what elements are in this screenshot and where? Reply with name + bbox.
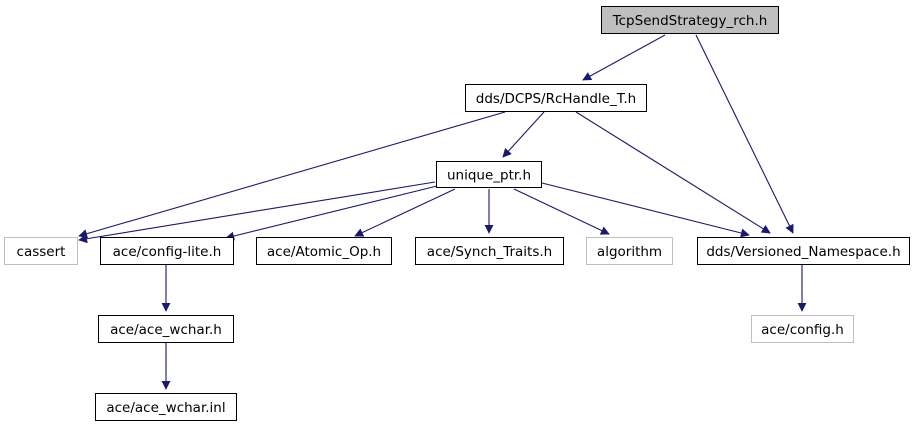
edge-unique_ptr-to-cassert: [78, 181, 436, 244]
node-box-algorithm: [586, 237, 673, 265]
node-label-root: TcpSendStrategy_rch.h: [612, 13, 768, 29]
edge-unique_ptr-to-algorithm: [513, 188, 610, 235]
node-versioned_ns[interactable]: dds/Versioned_Namespace.h: [697, 237, 910, 265]
node-label-ace_config: ace/config.h: [761, 322, 844, 338]
node-root[interactable]: TcpSendStrategy_rch.h: [601, 6, 779, 34]
node-box-unique_ptr: [436, 161, 542, 188]
edge-root-to-versioned_ns: [695, 34, 794, 234]
edge-unique_ptr-to-config_lite: [225, 185, 438, 241]
node-box-cassert: [4, 237, 78, 265]
node-config_lite[interactable]: ace/config-lite.h: [100, 237, 234, 265]
node-unique_ptr[interactable]: unique_ptr.h: [436, 161, 542, 188]
edge-unique_ptr-to-atomic_op: [354, 188, 456, 237]
edge-unique_ptr-to-versioned_ns: [541, 182, 750, 238]
node-box-ace_wchar: [98, 315, 234, 343]
edges-layer: [78, 34, 807, 390]
edge-rchandle-to-unique_ptr: [502, 111, 545, 158]
node-box-rchandle: [465, 84, 647, 112]
node-label-ace_wchar: ace/ace_wchar.h: [110, 322, 222, 338]
node-atomic_op[interactable]: ace/Atomic_Op.h: [256, 237, 392, 265]
node-box-atomic_op: [256, 237, 392, 265]
node-ace_config: ace/config.h: [751, 315, 854, 343]
edge-root-to-rchandle: [582, 34, 666, 81]
edge-rchandle-to-cassert: [78, 111, 506, 239]
node-label-rchandle: dds/DCPS/RcHandle_T.h: [476, 91, 636, 107]
node-box-ace_config: [751, 315, 854, 343]
node-ace_wchar[interactable]: ace/ace_wchar.h: [98, 315, 234, 343]
node-box-root: [601, 6, 779, 34]
node-label-config_lite: ace/config-lite.h: [113, 244, 222, 260]
node-label-cassert: cassert: [17, 244, 66, 260]
node-label-unique_ptr: unique_ptr.h: [447, 168, 531, 184]
node-cassert: cassert: [4, 237, 78, 265]
node-label-ace_wchar_inl: ace/ace_wchar.inl: [106, 400, 225, 416]
node-box-config_lite: [100, 237, 234, 265]
edge-rchandle-to-versioned_ns: [575, 111, 771, 234]
node-label-versioned_ns: dds/Versioned_Namespace.h: [706, 244, 900, 260]
node-box-versioned_ns: [697, 237, 910, 265]
node-box-ace_wchar_inl: [95, 393, 237, 421]
node-label-synch_traits: ace/Synch_Traits.h: [427, 244, 552, 260]
nodes-layer: TcpSendStrategy_rch.h dds/DCPS/RcHandle_T…: [4, 6, 910, 421]
node-box-synch_traits: [415, 237, 564, 265]
node-label-algorithm: algorithm: [597, 244, 662, 260]
node-synch_traits[interactable]: ace/Synch_Traits.h: [415, 237, 564, 265]
node-rchandle[interactable]: dds/DCPS/RcHandle_T.h: [465, 84, 647, 112]
node-label-atomic_op: ace/Atomic_Op.h: [267, 244, 381, 260]
node-ace_wchar_inl[interactable]: ace/ace_wchar.inl: [95, 393, 237, 421]
node-algorithm: algorithm: [586, 237, 673, 265]
